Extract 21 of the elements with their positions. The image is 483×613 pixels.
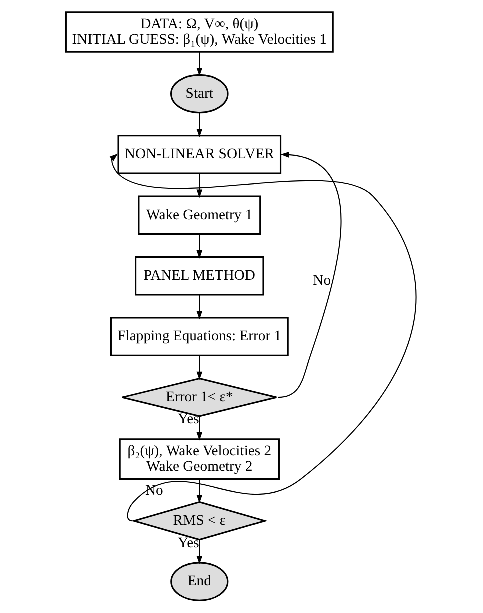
edge-label: No xyxy=(313,273,332,290)
arrow xyxy=(278,152,342,398)
node-box: Wake Geometry 1 xyxy=(138,196,262,236)
node-box: PANEL METHOD xyxy=(135,256,264,296)
arrow xyxy=(196,540,203,565)
node-box: β₂(ψ), Wake Velocities 2 Wake Geometry 2 xyxy=(119,438,280,480)
node-ellipse: End xyxy=(170,562,229,602)
node-box: DATA: Ω, V∞, θ(ψ) INITIAL GUESS: β₁(ψ), Wake Velocities 1 xyxy=(65,12,334,53)
arrow xyxy=(196,416,203,441)
arrow xyxy=(196,234,203,259)
node-ellipse: Start xyxy=(170,74,229,114)
arrow xyxy=(110,154,417,522)
arrow xyxy=(196,479,203,504)
node-box: Flapping Equations: Error 1 xyxy=(110,317,289,356)
node-box: NON-LINEAR SOLVER xyxy=(118,135,282,174)
edge-label: No xyxy=(145,483,164,500)
arrow xyxy=(196,112,203,138)
arrow xyxy=(196,52,203,76)
arrow xyxy=(196,174,203,198)
arrow xyxy=(196,356,203,380)
arrow xyxy=(196,295,203,320)
